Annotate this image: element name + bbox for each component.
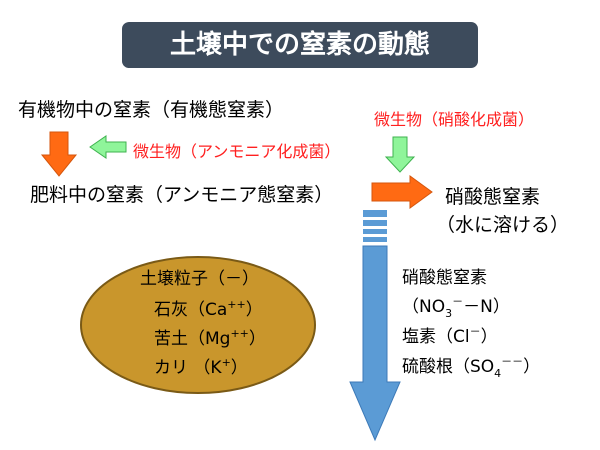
magnesia-label: 苦土（Mg++）	[154, 327, 266, 349]
ammonifying-microbe-label: 微生物（アンモニア化成菌）	[133, 142, 341, 161]
fertilizer-nitrogen-label: 肥料中の窒素（アンモニア態窒素）	[30, 184, 334, 206]
page-title: 土壌中での窒素の動態	[122, 22, 478, 68]
green-left-arrow	[89, 135, 127, 159]
no3-formula: （NO3－－N）	[402, 295, 510, 320]
nitrate-nitrogen-label: 硝酸態窒素	[445, 186, 541, 208]
orange-right-arrow	[371, 175, 433, 209]
soil-particle-ellipse	[80, 256, 316, 394]
dissolves-in-water-label: （水に溶ける）	[436, 214, 570, 236]
sulfate-label: 硫酸根（SO4－－）	[402, 355, 541, 380]
blue-leaching-arrow	[349, 210, 401, 442]
lime-label: 石灰（Ca++）	[154, 298, 263, 320]
soil-particle-labels: 土壌粒子（－） 石灰（Ca++） 苦土（Mg++） カリ （K+）	[132, 264, 266, 378]
potash-label: カリ （K+）	[154, 356, 248, 378]
soil-particle-heading: 土壌粒子（－）	[140, 269, 259, 289]
organic-nitrogen-label: 有機物中の窒素（有機態窒素）	[18, 99, 285, 121]
green-down-arrow	[384, 136, 416, 173]
leached-nitrate-label: 硝酸態窒素	[402, 268, 487, 288]
chloride-label: 塩素（Cl－）	[402, 325, 498, 347]
leached-ions-labels: 硝酸態窒素 （NO3－－N） 塩素（Cl－） 硫酸根（SO4－－）	[402, 264, 540, 383]
orange-down-arrow	[40, 131, 78, 177]
nitrifying-microbe-label: 微生物（硝酸化成菌）	[374, 110, 535, 129]
